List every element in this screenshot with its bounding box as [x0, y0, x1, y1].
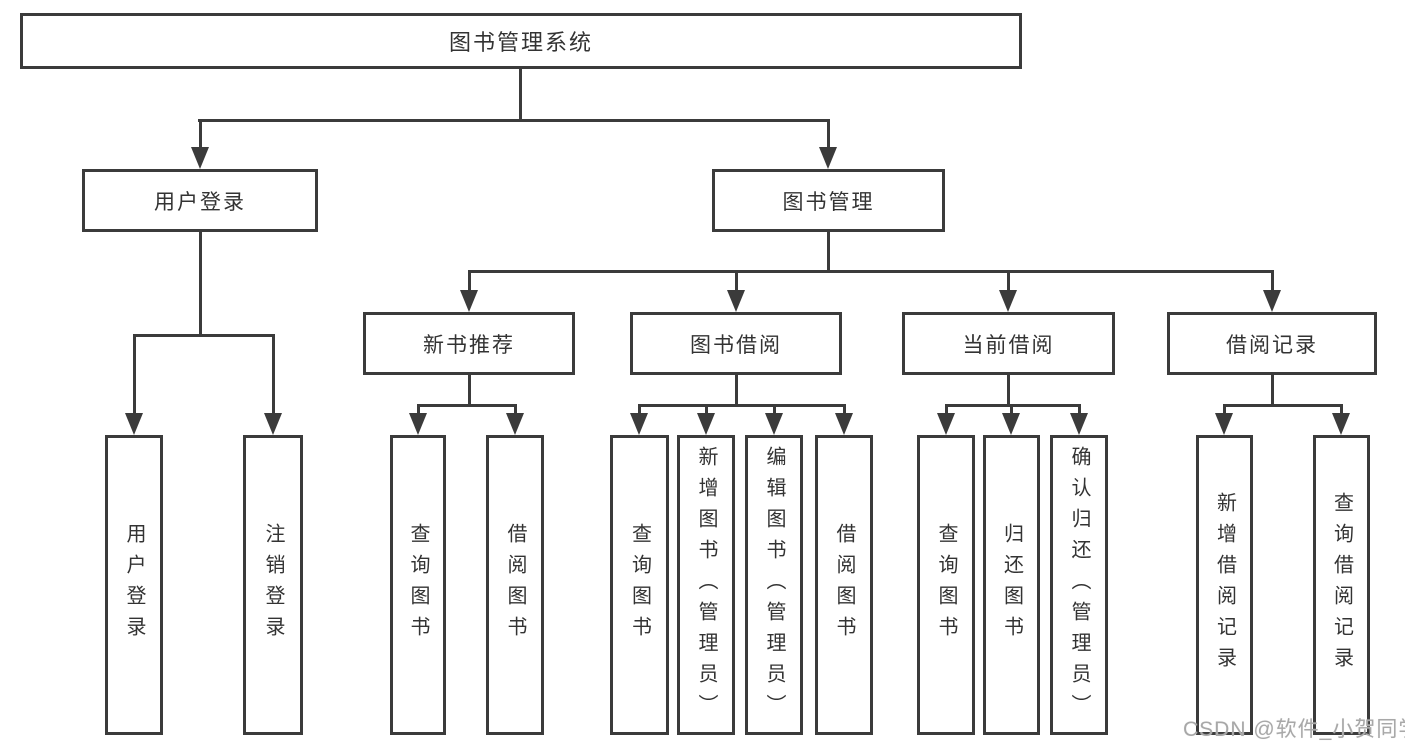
leaf-rec-borrow-books-label: 借阅图书: [504, 523, 526, 647]
arrow-down-icon: [819, 147, 837, 169]
csdn-watermark: CSDN @软件_小贺同学: [1183, 718, 1405, 741]
arrow-down-icon: [835, 413, 853, 435]
leaf-query-borrow-record: 查询借阅记录: [1313, 435, 1370, 735]
leaf-add-borrow-record-label: 新增借阅记录: [1213, 492, 1236, 678]
leaf-confirm-return-admin: 确认归还（管理员）: [1050, 435, 1108, 735]
connector-arrow-stem-borrow-records: [1271, 270, 1274, 294]
connector-book-borrow-branch: [638, 404, 846, 407]
leaf-logout: 注销登录: [243, 435, 303, 735]
leaf-logout-label: 注销登录: [262, 523, 284, 647]
connector-arrow-stem-current-borrow: [1007, 270, 1010, 294]
connector-current-borrow-stem: [1007, 374, 1010, 406]
arrow-down-icon: [506, 413, 524, 435]
leaf-add-books-admin: 新增图书（管理员）: [677, 435, 735, 735]
node-book-borrow-label: 图书借阅: [690, 333, 782, 357]
arrow-down-icon: [999, 290, 1017, 312]
connector-arrow-stem: [773, 404, 776, 416]
arrow-down-icon: [125, 413, 143, 435]
leaf-borrow-books-label: 借阅图书: [833, 523, 855, 647]
connector-arrow-stem-new-rec: [468, 270, 471, 294]
arrow-down-icon: [409, 413, 427, 435]
connector-root-stem: [519, 69, 522, 120]
connector-arrow-stem: [1078, 404, 1081, 416]
connector-new-rec-stem: [468, 374, 471, 406]
leaf-query-borrow-record-label: 查询借阅记录: [1330, 492, 1353, 678]
connector-arrow-stem: [1010, 404, 1013, 416]
connector-arrow-stem-user-login: [199, 119, 202, 149]
node-current-borrow: 当前借阅: [902, 312, 1115, 375]
node-book-management-label: 图书管理: [782, 190, 875, 214]
node-borrow-records: 借阅记录: [1167, 312, 1377, 375]
connector-arrow-stem: [843, 404, 846, 416]
leaf-user-login: 用户登录: [105, 435, 163, 735]
leaf-add-books-admin-label: 新增图书（管理员）: [695, 445, 717, 725]
connector-new-rec-branch: [417, 404, 517, 407]
leaf-borrow-query-books-label: 查询图书: [628, 523, 651, 647]
arrow-down-icon: [1332, 413, 1350, 435]
leaf-add-borrow-record: 新增借阅记录: [1196, 435, 1253, 735]
connector-root-branch: [198, 119, 830, 122]
leaf-current-query-books-label: 查询图书: [935, 523, 957, 647]
arrow-down-icon: [191, 147, 209, 169]
leaf-rec-query-books: 查询图书: [390, 435, 446, 735]
connector-book-management-branch: [468, 270, 1274, 273]
node-current-borrow-label: 当前借阅: [962, 333, 1055, 357]
arrow-down-icon: [697, 413, 715, 435]
node-user-login-label: 用户登录: [154, 190, 246, 214]
connector-arrow-stem-book-borrow: [735, 270, 738, 294]
leaf-borrow-books: 借阅图书: [815, 435, 873, 735]
arrow-down-icon: [1263, 290, 1281, 312]
leaf-user-login-label: 用户登录: [123, 523, 145, 647]
node-book-management: 图书管理: [712, 169, 945, 232]
leaf-borrow-query-books: 查询图书: [610, 435, 669, 735]
arrow-down-icon: [727, 290, 745, 312]
connector-arrow-stem-leaf-login: [133, 334, 136, 416]
arrow-down-icon: [765, 413, 783, 435]
leaf-edit-books-admin: 编辑图书（管理员）: [745, 435, 803, 735]
connector-book-management-stem: [827, 231, 830, 272]
connector-user-login-stem: [199, 231, 202, 335]
arrow-down-icon: [264, 413, 282, 435]
leaf-current-query-books: 查询图书: [917, 435, 975, 735]
leaf-rec-query-books-label: 查询图书: [407, 523, 429, 647]
connector-borrow-records-branch: [1223, 404, 1342, 407]
leaf-return-books: 归还图书: [983, 435, 1040, 735]
node-library-system-label: 图书管理系统: [448, 30, 593, 55]
node-new-book-recommend: 新书推荐: [363, 312, 575, 375]
connector-arrow-stem: [417, 404, 420, 416]
connector-arrow-stem-leaf-logout: [272, 334, 275, 416]
arrow-down-icon: [1002, 413, 1020, 435]
leaf-return-books-label: 归还图书: [1000, 523, 1023, 647]
arrow-down-icon: [1070, 413, 1088, 435]
arrow-down-icon: [630, 413, 648, 435]
connector-arrow-stem: [705, 404, 708, 416]
connector-borrow-records-stem: [1271, 374, 1274, 406]
connector-arrow-stem: [638, 404, 641, 416]
connector-arrow-stem: [1223, 404, 1226, 416]
leaf-confirm-return-admin-label: 确认归还（管理员）: [1068, 445, 1090, 725]
node-new-book-recommend-label: 新书推荐: [423, 333, 515, 357]
connector-arrow-stem: [945, 404, 948, 416]
leaf-edit-books-admin-label: 编辑图书（管理员）: [763, 445, 785, 725]
arrow-down-icon: [937, 413, 955, 435]
connector-arrow-stem: [1340, 404, 1343, 416]
node-library-system: 图书管理系统: [20, 13, 1022, 69]
arrow-down-icon: [460, 290, 478, 312]
connector-arrow-stem-book-management: [827, 119, 830, 149]
connector-book-borrow-stem: [735, 374, 738, 406]
arrow-down-icon: [1215, 413, 1233, 435]
connector-user-login-branch: [133, 334, 275, 337]
connector-arrow-stem: [514, 404, 517, 416]
leaf-rec-borrow-books: 借阅图书: [486, 435, 544, 735]
node-user-login: 用户登录: [82, 169, 318, 232]
node-borrow-records-label: 借阅记录: [1226, 333, 1318, 357]
node-book-borrow: 图书借阅: [630, 312, 842, 375]
